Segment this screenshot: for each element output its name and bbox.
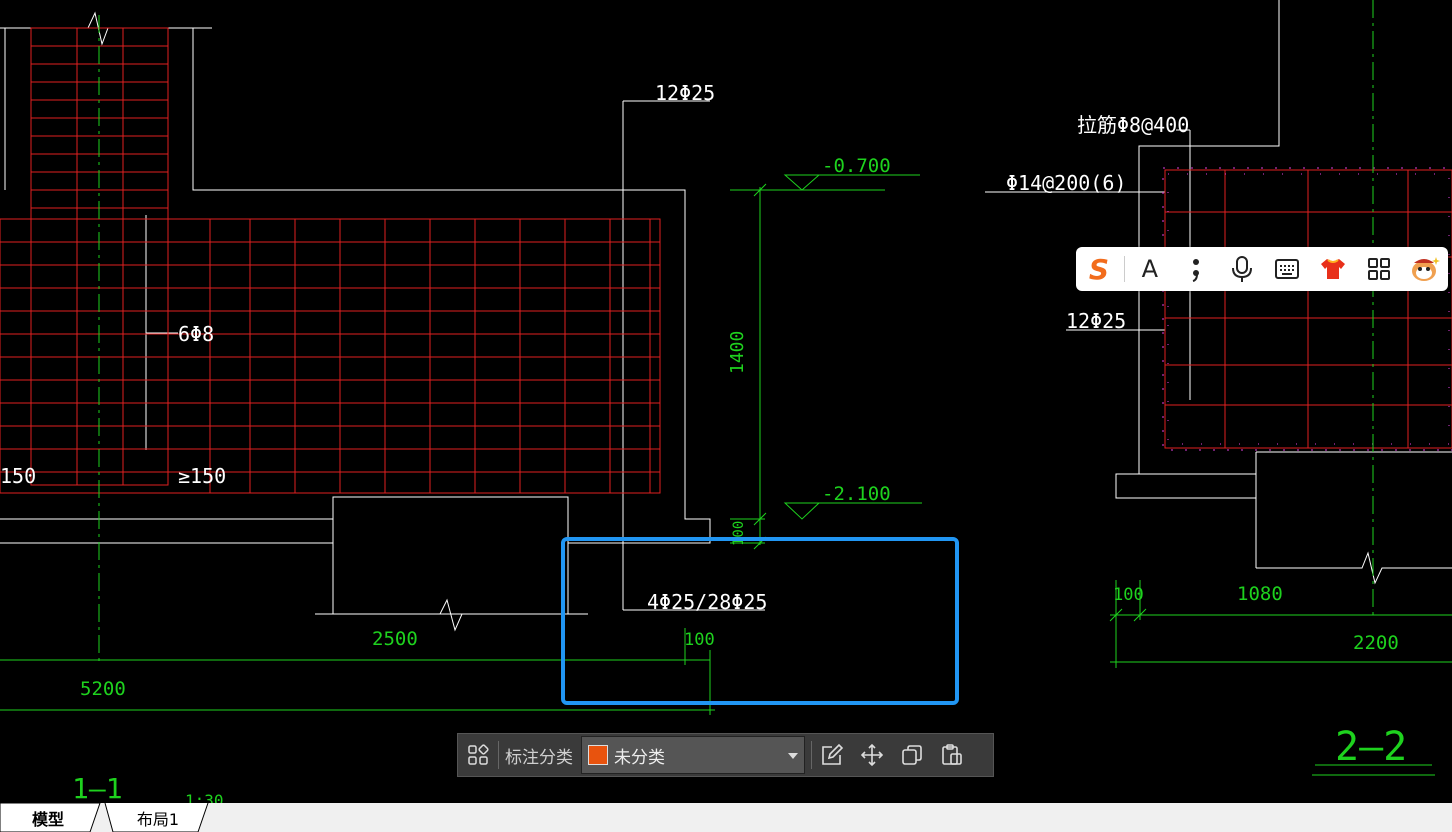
annotation-toolbar: 标注分类 未分类: [457, 733, 994, 777]
category-color-swatch: [588, 745, 608, 765]
label-section-left: 1—1: [72, 772, 123, 805]
label-elev-bottom: -2.100: [822, 483, 891, 505]
label-left-150: 150: [0, 464, 36, 488]
label-elev-top: -0.700: [822, 155, 891, 177]
edit-button[interactable]: [812, 733, 852, 777]
label-stirrup-side: 6Φ8: [178, 322, 214, 346]
ime-font-button[interactable]: A: [1127, 247, 1173, 291]
category-selected-value: 未分类: [614, 747, 665, 768]
edit-icon: [822, 743, 844, 765]
label-dim-small: 100: [731, 521, 747, 546]
selection-box[interactable]: [561, 537, 959, 705]
label-dim-100-right: 100: [1113, 585, 1144, 605]
ime-toolbar: S A: [1076, 247, 1448, 291]
right-dimension-lines: [1109, 0, 1452, 776]
punctuation-icon: [1192, 259, 1199, 282]
label-dim-100-bottom: 100: [684, 630, 715, 650]
chevron-down-icon: [788, 753, 798, 759]
ime-skin-button[interactable]: [1310, 247, 1356, 291]
label-rebar-top: 12Φ25: [655, 81, 715, 105]
label-dim-1080: 1080: [1237, 583, 1283, 605]
ime-logo-button[interactable]: S: [1076, 247, 1122, 291]
left-dimension-lines: [0, 15, 922, 715]
sogou-logo-icon: S: [1088, 252, 1110, 286]
ime-voice-button[interactable]: [1219, 247, 1265, 291]
tshirt-icon: [1321, 259, 1346, 279]
paste-icon: [942, 744, 962, 765]
toolbar-separator: [811, 741, 812, 769]
label-rebar-bottom: 4Φ25/28Φ25: [647, 590, 767, 614]
label-rebar-right: 12Φ25: [1066, 309, 1126, 333]
label-dim-5200: 5200: [80, 678, 126, 700]
category-dropdown[interactable]: 未分类: [581, 736, 805, 774]
label-dim-height: 1400: [727, 331, 748, 374]
tab-model[interactable]: 模型: [31, 809, 64, 829]
tab-layout1[interactable]: 布局1: [136, 809, 180, 829]
ime-keyboard-button[interactable]: [1265, 247, 1311, 291]
ime-separator: [1123, 256, 1125, 282]
section-2-outline: [985, 0, 1452, 585]
move-button[interactable]: [852, 733, 892, 777]
label-section-right: 2—2: [1335, 724, 1407, 770]
label-stirrup-right: Φ14@200(6): [1006, 171, 1126, 195]
apps-grid-icon: [1368, 258, 1391, 280]
move-icon: [860, 743, 884, 767]
ime-tools-button[interactable]: [1356, 247, 1402, 291]
copy-button[interactable]: [892, 733, 932, 777]
section-1-outline: [0, 11, 765, 632]
copy-icon: [902, 745, 922, 765]
label-dim-2200: 2200: [1353, 632, 1399, 654]
annotation-category-label: 标注分类: [505, 747, 573, 768]
font-icon: A: [1141, 255, 1159, 283]
grid-icon: [468, 744, 489, 765]
annotation-grid-button[interactable]: [458, 733, 498, 777]
label-dim-2500: 2500: [372, 628, 418, 650]
label-tie-bar: 拉筋Φ8@400: [1077, 113, 1189, 137]
paste-button[interactable]: [932, 733, 972, 777]
mascot-icon: [1412, 257, 1441, 281]
toolbar-separator: [498, 741, 499, 769]
microphone-icon: [1231, 256, 1252, 282]
keyboard-icon: [1275, 259, 1300, 279]
beam-rebar-grid: [0, 218, 661, 494]
ime-punct-button[interactable]: [1173, 247, 1219, 291]
tab-shapes: [0, 803, 209, 832]
layout-tab-bar: 模型 布局1: [0, 803, 1452, 832]
label-ge-150: ≥150: [178, 464, 226, 488]
section-2-rebar-grid: [1164, 169, 1452, 449]
ime-avatar-button[interactable]: [1402, 247, 1448, 291]
